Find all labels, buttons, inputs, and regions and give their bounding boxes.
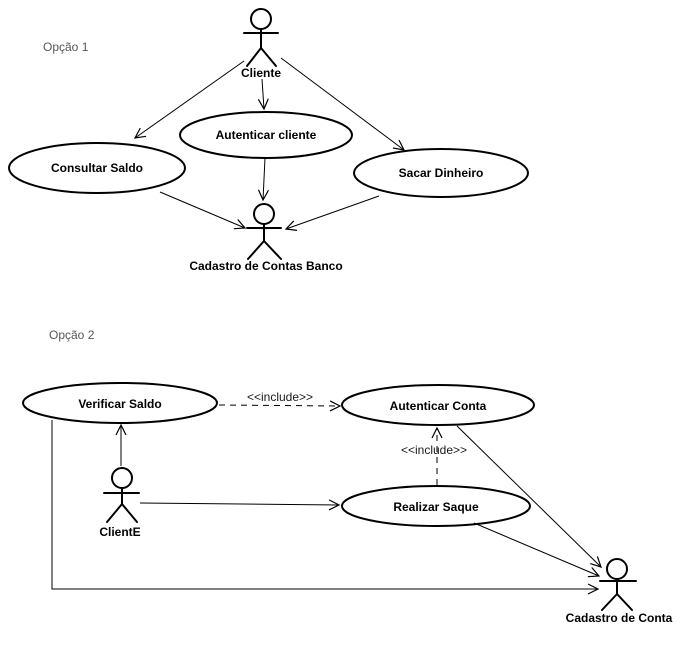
arrow-consultar-saldo-to-cadastro	[159, 191, 247, 230]
arrow-realizar-saque-to-cadastro-conta	[473, 522, 601, 578]
section-1-label: Opção 1	[43, 40, 89, 54]
usecase-sacar-dinheiro: Sacar Dinheiro	[353, 148, 529, 198]
actor-cliente-leg-right	[260, 47, 277, 67]
usecase-realizar-saque-shape	[341, 485, 531, 527]
usecase-autenticar-conta: Autenticar Conta	[341, 384, 535, 426]
actor-cadastro-contas-banco-head	[253, 203, 275, 225]
actor-cadastro-conta: Cadastro de Conta	[566, 558, 673, 625]
section-2-label: Opção 2	[49, 328, 95, 342]
arrow-verificar-saldo-to-cadastro-conta	[51, 420, 600, 595]
arrow-autenticar-cliente-to-cadastro	[257, 157, 269, 202]
usecase-consultar-saldo-label: Consultar Saldo	[51, 161, 143, 175]
actor-cadastro-conta-leg-left	[601, 593, 618, 611]
actor-cliente2-leg-right	[121, 503, 138, 523]
actor-cadastro-conta-head	[606, 558, 628, 580]
actor-cliente-head	[250, 8, 272, 30]
include-label-horizontal: <<include>>	[247, 390, 313, 404]
usecase-sacar-dinheiro-label: Sacar Dinheiro	[399, 166, 484, 180]
usecase-consultar-saldo-shape	[8, 142, 186, 194]
usecase-sacar-dinheiro-shape	[353, 148, 529, 198]
arrow-cliente2-to-realizar-saque	[139, 499, 341, 511]
usecase-autenticar-cliente: Autenticar cliente	[179, 111, 353, 159]
usecase-consultar-saldo: Consultar Saldo	[8, 142, 186, 194]
arrow-cliente-to-autenticar-cliente	[257, 78, 269, 111]
actor-cliente: Cliente	[241, 8, 281, 80]
actor-cadastro-conta-leg-right	[616, 593, 633, 611]
actor-cadastro-contas-banco-leg-right	[263, 240, 282, 260]
arrow-cliente-to-sacar-dinheiro	[280, 57, 406, 151]
usecase-autenticar-conta-shape	[341, 384, 535, 426]
usecase-realizar-saque: Realizar Saque	[341, 485, 531, 527]
usecase-verificar-saldo-shape	[22, 382, 218, 424]
actor-cliente-label: Cliente	[241, 66, 281, 80]
usecase-autenticar-conta-label: Autenticar Conta	[390, 399, 487, 413]
actor-cadastro-contas-banco-label: Cadastro de Contas Banco	[189, 259, 342, 273]
usecase-verificar-saldo: Verificar Saldo	[22, 382, 218, 424]
actor-cliente2-head	[111, 467, 133, 489]
usecase-autenticar-cliente-shape	[179, 111, 353, 159]
usecase-realizar-saque-label: Realizar Saque	[393, 500, 479, 514]
actor-cliente2: ClientE	[99, 467, 141, 539]
actor-cadastro-contas-banco-leg-left	[247, 240, 265, 260]
arrow-cliente-to-consultar-saldo	[133, 60, 245, 139]
actor-cliente2-label: ClientE	[99, 525, 140, 539]
arrow-sacar-dinheiro-to-cadastro	[284, 195, 380, 231]
usecase-verificar-saldo-label: Verificar Saldo	[78, 397, 161, 411]
actor-cadastro-contas-banco: Cadastro de Contas Banco	[189, 203, 343, 273]
usecase-autenticar-cliente-label: Autenticar cliente	[216, 128, 317, 142]
include-label-vertical: <<include>>	[401, 443, 467, 457]
include-arrow-verificar-to-autenticar	[218, 400, 342, 412]
actor-cadastro-conta-label: Cadastro de Conta	[566, 611, 673, 625]
actor-cliente-leg-left	[246, 47, 262, 67]
actor-cliente2-leg-left	[106, 503, 123, 523]
arrow-autenticar-conta-to-cadastro-conta	[456, 425, 602, 568]
